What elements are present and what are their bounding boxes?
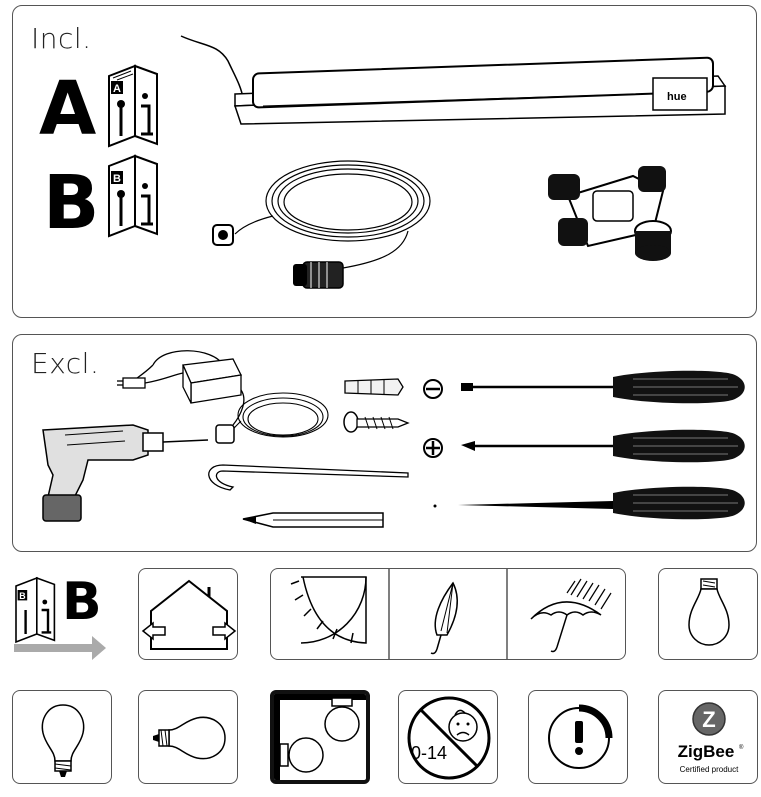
- wall-plug-icon: [344, 378, 404, 396]
- cable-connector-large: [293, 261, 344, 289]
- manual-a-icon: A: [108, 64, 158, 148]
- awl-icon: [458, 486, 745, 520]
- house-arrows-icon: [141, 579, 237, 650]
- svg-text:A: A: [113, 83, 121, 95]
- caution-gauge-icon: [548, 704, 613, 769]
- indoor-outdoor-tile: [138, 568, 238, 660]
- svg-text:0-14: 0-14: [411, 743, 447, 763]
- included-illustrations: A B hue: [108, 35, 727, 289]
- zigbee-caption: Certified product: [680, 765, 739, 774]
- cable-connector-small: [212, 224, 234, 246]
- no-children-icon: 0-14: [407, 696, 491, 780]
- pencil-icon: [242, 512, 384, 528]
- extension-cable-coil: [234, 160, 431, 269]
- umbrella-rain-icon: [530, 578, 612, 653]
- zigbee-registered-mark: ®: [739, 744, 744, 751]
- ceiling-wall-mount-icon: [274, 694, 366, 780]
- light-bulb-icon: [688, 578, 730, 646]
- zigbee-logo: Z ZigBee ® Certified product: [678, 702, 744, 774]
- bulb-sideways-icon: [153, 716, 226, 760]
- light-bar-fixture: hue: [180, 35, 727, 125]
- zigbee-tile: Z ZigBee ® Certified product: [658, 690, 758, 784]
- zigbee-logo-letter: Z: [702, 707, 715, 732]
- temperature-range-icon: [290, 576, 367, 644]
- bulb-tile-upright: [12, 690, 112, 784]
- zigbee-name: ZigBee: [678, 742, 735, 761]
- bulb-tile-top: [658, 568, 758, 660]
- excluded-illustrations: [42, 350, 745, 528]
- t-splitter-connector: [548, 166, 672, 261]
- wood-screw-icon: [343, 411, 410, 433]
- manual-b-reference: B B: [12, 570, 132, 660]
- phillips-head-symbol-icon: [423, 438, 443, 458]
- arrow-right-icon: [14, 636, 106, 660]
- included-label: Incl.: [31, 22, 92, 55]
- caution-tile: [528, 690, 628, 784]
- awl-symbol-icon: [433, 504, 437, 508]
- mounting-position-tile: [270, 690, 370, 784]
- power-drill-icon: [42, 424, 209, 522]
- bulb-upright-icon: [41, 704, 85, 777]
- flat-screwdriver-icon: [461, 370, 745, 404]
- excluded-label: Excl.: [31, 347, 100, 380]
- excluded-panel: Excl.: [12, 334, 757, 552]
- power-adapter-icon: [117, 350, 245, 426]
- child-age-warning-tile: 0-14: [398, 690, 498, 784]
- item-b-letter: B: [43, 160, 100, 246]
- flat-head-symbol-icon: [423, 379, 443, 399]
- adapter-cable-coil: [227, 392, 329, 438]
- adapter-cable-plug: [215, 424, 235, 444]
- svg-text:B: B: [19, 591, 25, 601]
- reference-letter: B: [62, 572, 102, 632]
- closed-umbrella-icon: [430, 581, 459, 655]
- phillips-screwdriver-icon: [461, 429, 745, 463]
- bent-hook-icon: [208, 464, 409, 491]
- manual-b-icon: B: [108, 154, 158, 238]
- manual-b-small-icon: B: [15, 576, 56, 644]
- included-panel: Incl. A B A B: [12, 5, 757, 318]
- svg-text:B: B: [113, 173, 121, 185]
- conditions-tile: [270, 568, 626, 660]
- item-a-letter: A: [39, 66, 97, 152]
- svg-text:hue: hue: [667, 91, 687, 103]
- bulb-tile-sideways: [138, 690, 238, 784]
